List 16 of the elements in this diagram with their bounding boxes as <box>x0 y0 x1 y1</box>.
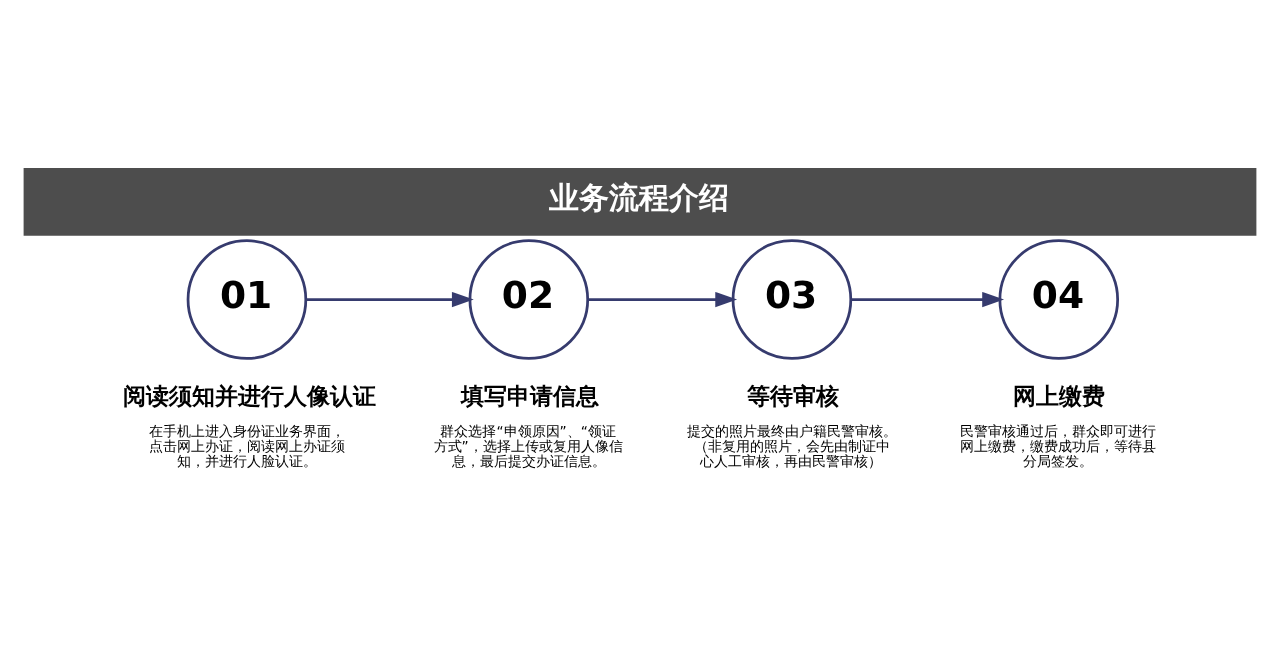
node-circle: 04 <box>998 238 1120 360</box>
node-label: 在手机上进入身份证业务界面，点击网上办证，阅读网上办证须知，并进行人脸认证。 <box>148 422 345 469</box>
node-circle: 01 <box>186 238 308 360</box>
node-circle: 02 <box>468 238 590 360</box>
node-label: 阅读须知并进行人像认证 <box>122 382 376 409</box>
node-label: 民警审核通过后，群众即可进行网上缴费，缴费成功后，等待县分局签发。 <box>959 422 1156 469</box>
arrow <box>850 291 1005 307</box>
arrow <box>587 291 738 307</box>
node-circle: 03 <box>731 238 853 360</box>
node-label: 提交的照片最终由户籍民警审核。（非复用的照片，会先由制证中心人工审核，再由民警审核） <box>686 422 897 469</box>
node-label: 等待审核 <box>746 382 839 409</box>
node-label: 填写申请信息 <box>461 382 600 409</box>
arrow <box>305 291 474 307</box>
node-label: 群众选择“申领原因”、“领证方式”，选择上传或复用人像信息，最后提交办证信息。 <box>433 422 623 469</box>
diagram-title: 业务流程介绍 <box>549 179 730 215</box>
node-label: 网上缴费 <box>1013 382 1106 409</box>
